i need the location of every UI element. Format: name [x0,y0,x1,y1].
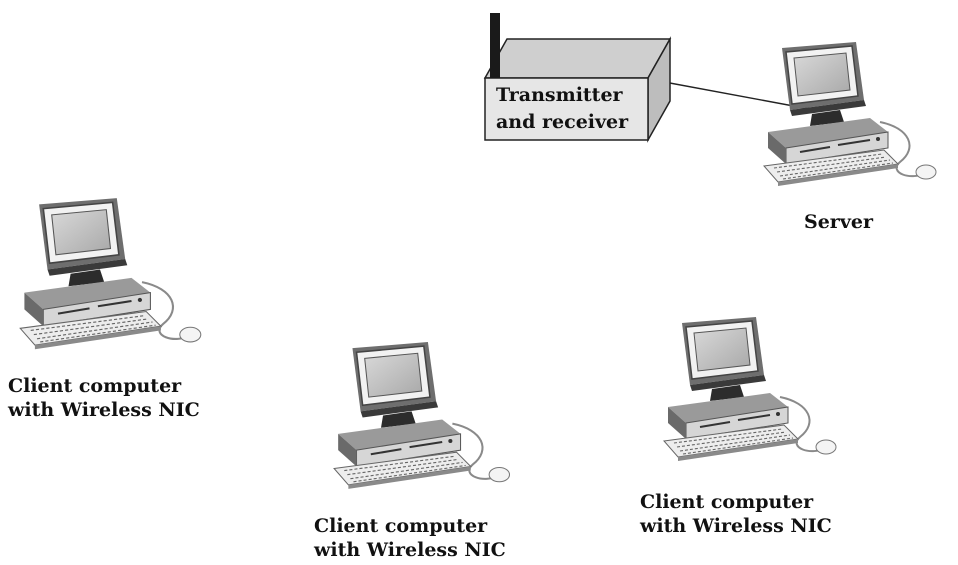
client-computer-icon-middle [333,341,511,490]
client-label-left-line2: with Wireless NIC [8,399,200,421]
client-label-right: Client computer with Wireless NIC [640,490,832,538]
client-label-left-line1: Client computer [8,375,182,397]
client-label-middle-line1: Client computer [314,515,488,537]
transceiver-box [483,36,672,143]
transceiver-label-line1: Transmitter [496,84,623,106]
client-label-middle-line2: with Wireless NIC [314,539,506,561]
client-computer-icon-left [19,197,202,351]
client-label-left: Client computer with Wireless NIC [8,374,200,422]
server-computer-icon [763,41,937,187]
client-label-right-line1: Client computer [640,491,814,513]
client-label-right-line2: with Wireless NIC [640,515,832,537]
transceiver-server-link [658,80,816,111]
server-label: Server [804,211,873,233]
transceiver-label: Transmitter and receiver [496,82,628,136]
antenna-icon [490,13,500,78]
transceiver-label-line2: and receiver [496,111,629,133]
client-label-middle: Client computer with Wireless NIC [314,514,506,562]
client-computer-icon-right [663,316,837,462]
